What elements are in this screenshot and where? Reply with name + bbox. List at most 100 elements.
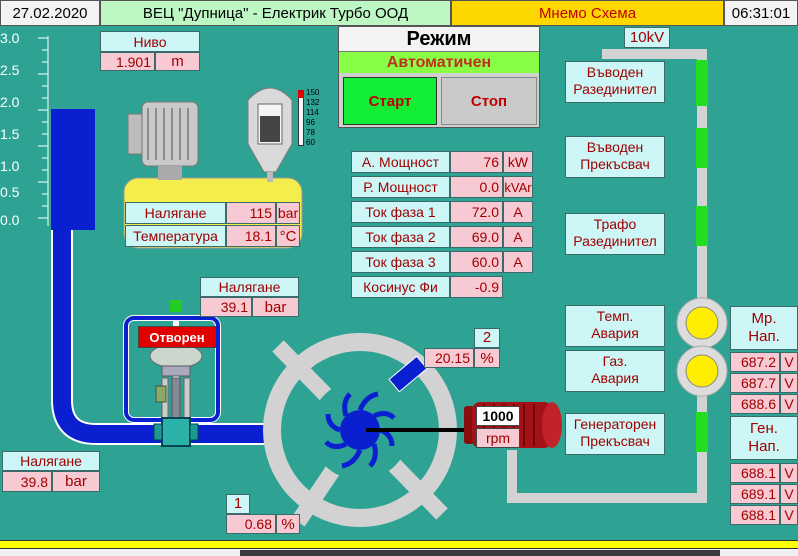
- bottom-status-strip: [0, 540, 798, 549]
- tank-temp-unit: °C: [276, 225, 300, 247]
- switch-label-line: Разединител: [573, 80, 657, 97]
- measurement-unit: A: [503, 226, 533, 248]
- scale-tick: 3.0: [0, 30, 20, 46]
- measurement-unit: kW: [503, 151, 533, 173]
- scale-tick: 0.5: [0, 184, 20, 200]
- inlet-pressure-unit: bar: [52, 471, 100, 492]
- switch-state-bar: [696, 206, 708, 246]
- grid-voltage-label-line: Нап.: [748, 328, 780, 345]
- main-valve[interactable]: [140, 296, 220, 456]
- switch-label-line: Въводен: [586, 64, 644, 80]
- valve-pressure-unit: bar: [252, 297, 299, 317]
- gen-voltage-unit: V: [780, 484, 798, 504]
- grid-voltage-label: Мр. Нап.: [730, 306, 798, 350]
- gen-voltage-value: 689.1: [730, 484, 780, 504]
- scale-tick: 1.5: [0, 126, 20, 142]
- scale-tick: 2.5: [0, 62, 20, 78]
- grid-voltage-value: 687.7: [730, 373, 780, 393]
- switch-label-line: Генераторен: [573, 416, 657, 432]
- measurement-unit: A: [503, 201, 533, 223]
- switch-label-line: Въводен: [586, 139, 644, 155]
- gen-voltage-unit: V: [780, 463, 798, 483]
- tank-pressure-label: Налягане: [125, 202, 226, 224]
- grid-voltage-unit: V: [780, 394, 798, 414]
- switch-label-line: Трафо: [593, 216, 637, 232]
- measurement-label: Ток фаза 2: [351, 226, 450, 248]
- measurement-value: -0.9: [450, 276, 503, 298]
- scale-tick: 0.0: [0, 212, 20, 228]
- nozzle-unit: %: [276, 514, 300, 534]
- measurement-value: 72.0: [450, 201, 503, 223]
- gauge-tick: 78: [306, 128, 315, 137]
- switch-state-bar: [696, 60, 708, 106]
- measurement-label: Р. Мощност: [351, 176, 450, 198]
- switch-label-line: Прекъсвач: [580, 155, 650, 172]
- tank-temp-label: Температура: [125, 225, 226, 247]
- valve-pressure-value: 39.1: [200, 297, 252, 317]
- mode-title: Режим: [339, 27, 539, 51]
- grid-voltage-value: 688.6: [730, 394, 780, 414]
- generator-breaker[interactable]: Генераторен Прекъсвач: [565, 413, 665, 455]
- measurement-label: Косинус Фи: [351, 276, 450, 298]
- measurement-value: 0.0: [450, 176, 503, 198]
- date-display: 27.02.2020: [0, 0, 100, 26]
- guide-vane-index: 2: [474, 328, 500, 348]
- gauge-tick: 60: [306, 138, 315, 147]
- inlet-pressure-value: 39.8: [2, 471, 52, 492]
- alarm-label-line: Газ.: [602, 353, 628, 369]
- gauge-tick: 96: [306, 118, 315, 127]
- scrollbar-track[interactable]: [240, 550, 720, 556]
- scale-ruler: [38, 36, 49, 226]
- measurement-unit: kVAr: [503, 176, 533, 198]
- scale-tick: 1.0: [0, 158, 20, 174]
- measurement-label: Ток фаза 3: [351, 251, 450, 273]
- transformer-icon: [676, 297, 728, 397]
- tank-gauge: 150 132 114 96 78 60: [298, 88, 322, 150]
- measurement-unit: A: [503, 251, 533, 273]
- guide-vane-value: 20.15: [424, 348, 474, 368]
- measurement-value: 76: [450, 151, 503, 173]
- transformer-disconnector[interactable]: Трафо Разединител: [565, 213, 665, 255]
- level-bar: [51, 109, 95, 230]
- voltage-level-label: 10kV: [624, 27, 670, 48]
- gen-voltage-label-line: Нап.: [748, 438, 780, 455]
- level-unit: m: [155, 52, 200, 71]
- scale-tick: 2.0: [0, 94, 20, 110]
- grid-voltage-unit: V: [780, 352, 798, 372]
- measurement-value: 69.0: [450, 226, 503, 248]
- window-title: ВЕЦ "Дупница" - Електрик Турбо ООД: [100, 0, 451, 26]
- switch-state-bar: [696, 412, 708, 452]
- gas-alarm: Газ. Авария: [565, 350, 665, 392]
- temperature-alarm: Темп. Авария: [565, 305, 665, 347]
- measurement-label: Ток фаза 1: [351, 201, 450, 223]
- grid-voltage-unit: V: [780, 373, 798, 393]
- gen-voltage-unit: V: [780, 505, 798, 525]
- switch-state-bar: [696, 128, 708, 168]
- screen-name: Мнемо Схема: [451, 0, 724, 26]
- nozzle-value: 0.68: [226, 514, 276, 534]
- tank-pressure-unit: bar: [276, 202, 300, 224]
- stop-button[interactable]: Стоп: [441, 77, 537, 125]
- turbine: [263, 333, 468, 527]
- switch-label-line: Разединител: [573, 232, 657, 249]
- start-button[interactable]: Старт: [343, 77, 437, 125]
- alarm-label-line: Авария: [591, 369, 639, 386]
- gen-voltage-value: 688.1: [730, 463, 780, 483]
- alarm-label-line: Авария: [591, 324, 639, 341]
- gen-voltage-value: 688.1: [730, 505, 780, 525]
- mode-value: Автоматичен: [339, 51, 539, 73]
- switch-label-line: Прекъсвач: [580, 432, 650, 449]
- tank-temp-value: 18.1: [226, 225, 276, 247]
- valve-status-badge: Отворен: [138, 326, 216, 348]
- grid-voltage-value: 687.2: [730, 352, 780, 372]
- guide-vane-unit: %: [474, 348, 500, 368]
- inlet-pressure-label: Налягане: [2, 451, 100, 471]
- input-disconnector[interactable]: Въводен Разединител: [565, 61, 665, 103]
- alarm-label-line: Темп.: [596, 308, 634, 324]
- input-breaker[interactable]: Въводен Прекъсвач: [565, 136, 665, 178]
- generator-speed: 1000: [476, 406, 520, 426]
- measurement-label: А. Мощност: [351, 151, 450, 173]
- clock-display: 06:31:01: [724, 0, 798, 26]
- level-value: 1.901: [100, 52, 155, 71]
